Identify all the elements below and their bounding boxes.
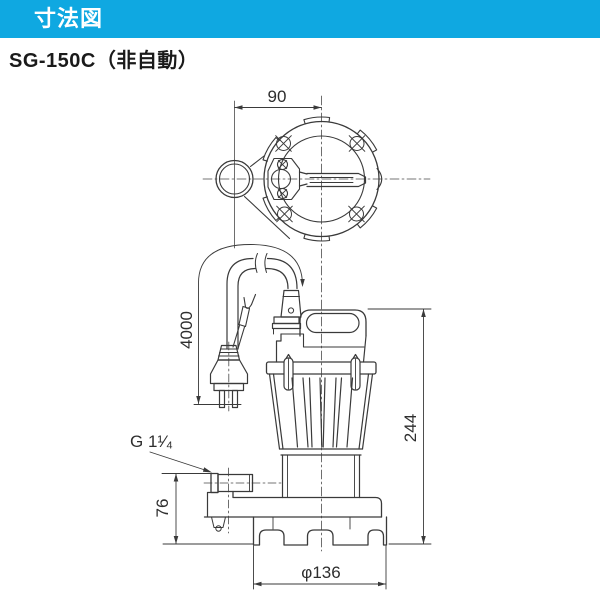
handle-side — [299, 309, 367, 337]
cover-screws — [275, 135, 366, 223]
power-plug — [209, 344, 249, 409]
dim-base-diameter — [253, 545, 387, 590]
dim-top-width — [234, 105, 322, 110]
handle-hub — [267, 157, 301, 201]
dim-overall-height — [367, 308, 432, 545]
page-title: 寸法図 — [34, 6, 104, 31]
discharge-port-top — [215, 155, 291, 240]
seal-band — [265, 361, 377, 375]
dim-discharge-height-label: 76 — [153, 499, 172, 518]
dim-cable-length — [193, 244, 305, 405]
thread-leader — [149, 451, 212, 473]
dim-overall-height-label: 244 — [401, 414, 420, 442]
model-title: SG-150C（非自動） — [9, 50, 199, 72]
header-bar: 寸法図 — [0, 0, 600, 38]
ground-wire — [232, 293, 257, 350]
dim-discharge-thread-label: G 1¹⁄₄ — [130, 432, 173, 451]
side-clips — [283, 353, 361, 391]
pump-base — [252, 516, 388, 546]
dim-cable-length-label: 4000 — [177, 311, 196, 349]
base-plate — [203, 490, 383, 518]
casing-tabs — [262, 116, 383, 242]
discharge-port-side — [206, 472, 254, 532]
dim-discharge-height — [161, 473, 254, 545]
handle-top — [298, 171, 367, 188]
motor-housing — [275, 333, 367, 363]
side-view — [203, 253, 388, 546]
dim-top-width-label: 90 — [268, 87, 287, 106]
dim-base-diameter-label: φ136 — [301, 563, 340, 582]
strainer-cage — [268, 373, 374, 456]
centerlines — [202, 95, 431, 552]
power-cable — [226, 253, 298, 350]
pump-casing — [281, 454, 361, 499]
cord-gland — [271, 289, 302, 335]
top-view — [215, 116, 383, 242]
